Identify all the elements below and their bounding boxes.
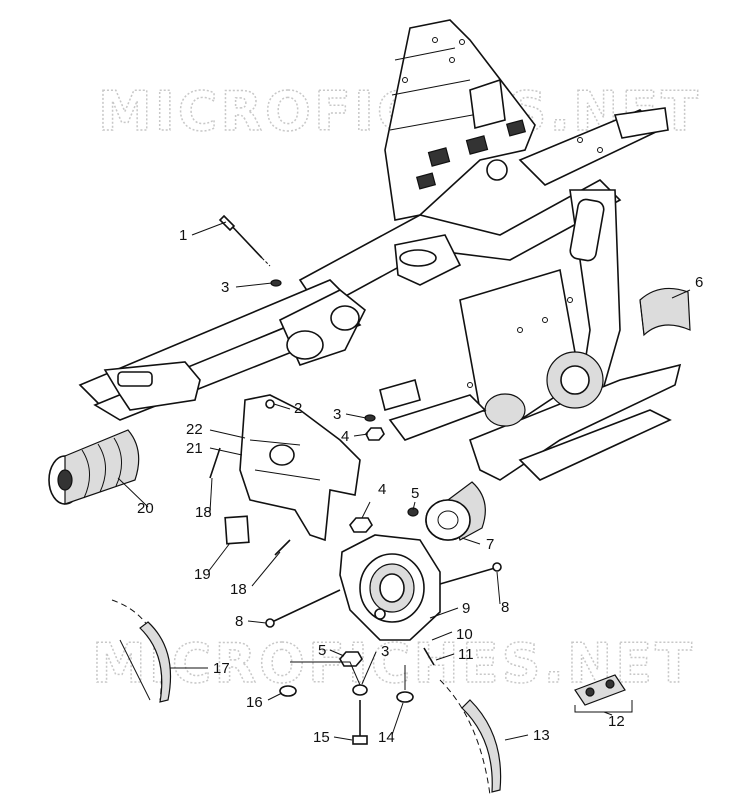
part-8-bolt-left xyxy=(271,589,341,623)
part-4-nut-mid xyxy=(365,427,385,441)
callout-7: 7 xyxy=(486,536,494,553)
callout-8-right: 8 xyxy=(501,599,509,616)
part-22-shield xyxy=(239,394,361,542)
callout-20: 20 xyxy=(137,500,154,517)
part-3-washer-lower xyxy=(352,684,368,696)
part-8-bolt-right xyxy=(439,567,496,585)
callout-19: 19 xyxy=(194,566,211,583)
callout-21: 21 xyxy=(186,440,203,457)
part-6-bushing xyxy=(639,287,691,337)
part-14-washer xyxy=(396,691,414,703)
part-18-screw-lower xyxy=(274,539,291,556)
part-7-bushing xyxy=(425,481,486,541)
callout-22: 22 xyxy=(186,421,203,438)
part-18-screw-upper xyxy=(209,447,221,479)
callout-16: 16 xyxy=(246,694,263,711)
part-13-chain xyxy=(439,679,502,796)
callout-14: 14 xyxy=(378,729,395,746)
frame-assembly xyxy=(78,19,682,481)
callout-18-lower: 18 xyxy=(230,581,247,598)
leader-lines xyxy=(117,221,691,741)
part-4-nut-lower xyxy=(349,517,373,533)
callout-18-upper: 18 xyxy=(195,504,212,521)
callout-13: 13 xyxy=(533,727,550,744)
callout-5-lower: 5 xyxy=(318,642,326,659)
part-11-bolt xyxy=(423,647,435,666)
part-1-bolt xyxy=(218,214,271,267)
callout-1: 1 xyxy=(179,227,187,244)
callout-3-mid: 3 xyxy=(333,406,341,423)
callout-2: 2 xyxy=(294,400,302,417)
part-16-washer xyxy=(279,685,297,697)
callout-5-upper: 5 xyxy=(411,485,419,502)
part-2-screw xyxy=(265,399,275,409)
part-17-chain xyxy=(111,599,171,703)
callout-11: 11 xyxy=(458,646,474,663)
part-3-washer-upper xyxy=(270,279,282,287)
callout-17: 17 xyxy=(213,660,230,677)
callout-10: 10 xyxy=(456,626,473,643)
part-3-washer-mid xyxy=(364,414,376,422)
callout-4-lower: 4 xyxy=(378,481,386,498)
callout-3-upper: 3 xyxy=(221,279,229,296)
callout-4-mid: 4 xyxy=(341,428,349,445)
callout-6: 6 xyxy=(695,274,703,291)
callout-9: 9 xyxy=(462,600,470,617)
part-12-master-link xyxy=(574,674,633,713)
part-9-bearing-carrier xyxy=(339,534,441,641)
callout-8-left: 8 xyxy=(235,613,243,630)
callout-3-lower: 3 xyxy=(381,643,389,660)
part-15-bolt xyxy=(352,700,368,745)
callout-12: 12 xyxy=(608,713,625,730)
part-20-bumper xyxy=(48,429,140,505)
callout-labels: 1 2 3 3 3 4 4 5 5 6 7 8 8 9 10 11 12 13 … xyxy=(137,227,703,746)
part-19-decal xyxy=(224,515,250,545)
callout-15: 15 xyxy=(313,729,330,746)
